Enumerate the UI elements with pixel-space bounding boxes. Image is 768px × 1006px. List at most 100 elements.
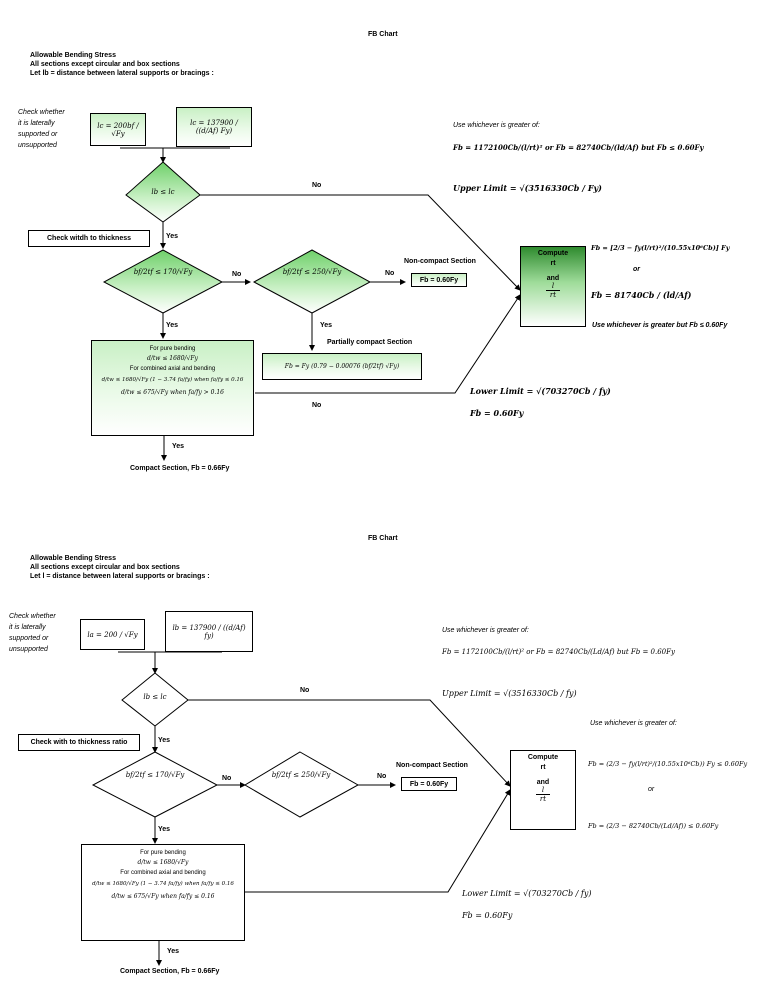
check-width-label: Check witdh to thickness <box>46 235 132 242</box>
header-line: All sections except circular and box sec… <box>30 564 180 571</box>
lc-formula-box-1-bottom: la = 200 / √Fy <box>80 619 145 650</box>
check-note-top: Check whether it is laterally supported … <box>18 107 65 151</box>
no-label: No <box>312 182 322 189</box>
fb-060-bottom: Fb = 0.60Fy <box>462 911 513 920</box>
right-eq1-top: Fb = [2/3 − fy(l/rt)²/(10.55x10⁶Cb)] Fy <box>591 244 730 252</box>
note-line: unsupported <box>18 142 57 149</box>
noncompact-fb: Fb = 0.60Fy <box>409 780 449 788</box>
yes-label: Yes <box>166 233 179 240</box>
lc-formula-box-2-bottom: lb = 137900 / ((d/Af) fy) <box>165 611 253 652</box>
compact-label-top: Compact Section, Fb = 0.66Fy <box>130 465 230 472</box>
no-label: No <box>377 773 387 780</box>
note-line: supported or <box>18 131 58 138</box>
cond-lb-lc-top: lb ≤ lc <box>151 188 175 196</box>
chart-title-bottom: FB Chart <box>368 535 398 542</box>
criteria-line: For pure bending <box>149 346 196 352</box>
criteria-line: For combined axial and bending <box>120 870 206 876</box>
lower-limit-bottom: Lower Limit = √(703270Cb / fy) <box>462 889 592 898</box>
use-greater2-bottom: Use whichever is greater of: <box>590 720 677 727</box>
compute-line: l <box>551 282 555 290</box>
compact-criteria-box-top: For pure bending d/tw ≤ 1680/√Fy For com… <box>91 340 254 436</box>
cond-bf170-top: bf/2tf ≤ 170/√Fy <box>133 268 193 276</box>
noncompact-label-bottom: Non-compact Section <box>396 762 468 769</box>
decision-bf250-top <box>252 249 372 314</box>
noncompact-fb: Fb = 0.60Fy <box>419 276 459 284</box>
header-line: Let lb = distance between lateral suppor… <box>30 70 214 77</box>
header-bottom: Allowable Bending Stress All sections ex… <box>30 554 210 581</box>
yes-label: Yes <box>158 826 171 833</box>
noncompact-fb-box-top: Fb = 0.60Fy <box>411 273 467 287</box>
check-note-bottom: Check whether it is laterally supported … <box>9 611 56 655</box>
formula-text: lc = 200bf / √Fy <box>97 121 139 138</box>
criteria-line: d/tw ≤ 675/√Fy when fa/fy ≤ 0.16 <box>111 893 215 900</box>
right-eq2-bottom: Fb = (2/3 − 82740Cb/(Ld/Af)) ≤ 0.60Fy <box>588 822 719 830</box>
right-eq1-bottom: Fb = (2/3 − fy(l/rt)²/(10.55x10⁶Cb)) Fy … <box>588 760 748 768</box>
criteria-line: d/tw ≤ 1680/√Fy (1 − 3.74 fa/fy) when fa… <box>92 881 234 887</box>
use-greater-but-top: Use whichever is greater but Fb ≤ 0.60Fy <box>592 322 728 329</box>
upper-limit-top: Upper Limit = √(3516330Cb / Fy) <box>453 183 602 193</box>
compact-label-bottom: Compact Section, Fb = 0.66Fy <box>120 968 220 975</box>
lc-formula-box-1-top: lc = 200bf / √Fy <box>90 113 146 146</box>
compute-line: Compute <box>527 754 559 761</box>
compute-line: rt <box>550 260 556 267</box>
check-width-box-bottom: Check with to thickness ratio <box>18 734 140 751</box>
decision-lb-lc-top <box>125 161 201 223</box>
compute-box-top: Compute rt and l rt <box>520 246 586 327</box>
fb-eq1-top: Fb = 1172100Cb/(l/rt)² or Fb = 82740Cb/(… <box>453 143 704 152</box>
upper-limit-bottom: Upper Limit = √(3516330Cb / fy) <box>442 689 577 698</box>
criteria-line: For pure bending <box>140 850 186 856</box>
noncompact-fb-box-bottom: Fb = 0.60Fy <box>401 777 457 791</box>
no-label: No <box>312 402 322 409</box>
formula-text: lc = 137900 / ((d/Af) Fy) <box>190 119 238 135</box>
compute-line: Compute <box>537 250 569 257</box>
note-line: Check whether <box>9 613 56 620</box>
or-label: or <box>633 266 640 273</box>
criteria-line: d/tw ≤ 1680/√Fy <box>147 355 198 362</box>
or-label: or <box>648 786 655 793</box>
criteria-line: For combined axial and bending <box>129 366 216 372</box>
compute-line: rt <box>540 764 546 771</box>
no-label: No <box>222 775 232 782</box>
cond-bf250-top: bf/2tf ≤ 250/√Fy <box>282 268 342 276</box>
criteria-line: d/tw ≤ 1680/√Fy (1 − 3.74 fa/fy) when fa… <box>101 377 244 383</box>
cond-lb-lc-bottom: lb ≤ lc <box>143 693 167 701</box>
header-line: Allowable Bending Stress <box>30 555 116 562</box>
formula-text: lb = 137900 / ((d/Af) fy) <box>172 623 246 640</box>
chart-title-top: FB Chart <box>368 31 398 38</box>
note-line: supported or <box>9 635 49 642</box>
partial-formula-box-top: Fb = Fy (0.79 − 0.00076 (bf/2tf) √Fy) <box>262 353 422 380</box>
criteria-line: d/tw ≤ 675/√Fy when fa/fy > 0.16 <box>121 389 224 396</box>
compute-line: rt <box>546 290 560 299</box>
partial-formula: Fb = Fy (0.79 − 0.00076 (bf/2tf) √Fy) <box>284 363 400 370</box>
check-width-box-top: Check witdh to thickness <box>28 230 150 247</box>
right-eq2-top: Fb = 81740Cb / (ld/Af) <box>591 290 692 300</box>
decision-lb-lc-bottom <box>121 672 189 727</box>
cond-bf250-bottom: bf/2tf ≤ 250/√Fy <box>271 771 331 779</box>
no-label: No <box>232 271 242 278</box>
compute-line: rt <box>536 794 550 803</box>
no-label: No <box>385 270 395 277</box>
yes-label: Yes <box>166 322 179 329</box>
header-line: All sections except circular and box sec… <box>30 61 180 68</box>
compute-line: l <box>541 786 545 794</box>
header-top: Allowable Bending Stress All sections ex… <box>30 51 214 78</box>
partial-label-top: Partially compact Section <box>327 339 413 346</box>
compute-line: and <box>546 275 560 282</box>
yes-label: Yes <box>320 322 333 329</box>
note-line: it is laterally <box>18 120 55 127</box>
compute-box-bottom: Compute rt and l rt <box>510 750 576 830</box>
yes-label: Yes <box>158 737 171 744</box>
decision-bf250-bottom <box>244 751 360 818</box>
yes-label: Yes <box>172 443 185 450</box>
yes-label: Yes <box>167 948 180 955</box>
formula-text: la = 200 / √Fy <box>87 630 138 639</box>
lower-limit-top: Lower Limit = √(703270Cb / fy) <box>470 386 611 396</box>
header-line: Allowable Bending Stress <box>30 52 116 59</box>
note-line: it is laterally <box>9 624 46 631</box>
fb-060-top: Fb = 0.60Fy <box>470 408 524 418</box>
lc-formula-box-2-top: lc = 137900 / ((d/Af) Fy) <box>176 107 252 147</box>
noncompact-label-top: Non-compact Section <box>404 258 476 265</box>
decision-bf170-top <box>102 249 224 314</box>
header-line: Let l = distance between lateral support… <box>30 573 210 580</box>
